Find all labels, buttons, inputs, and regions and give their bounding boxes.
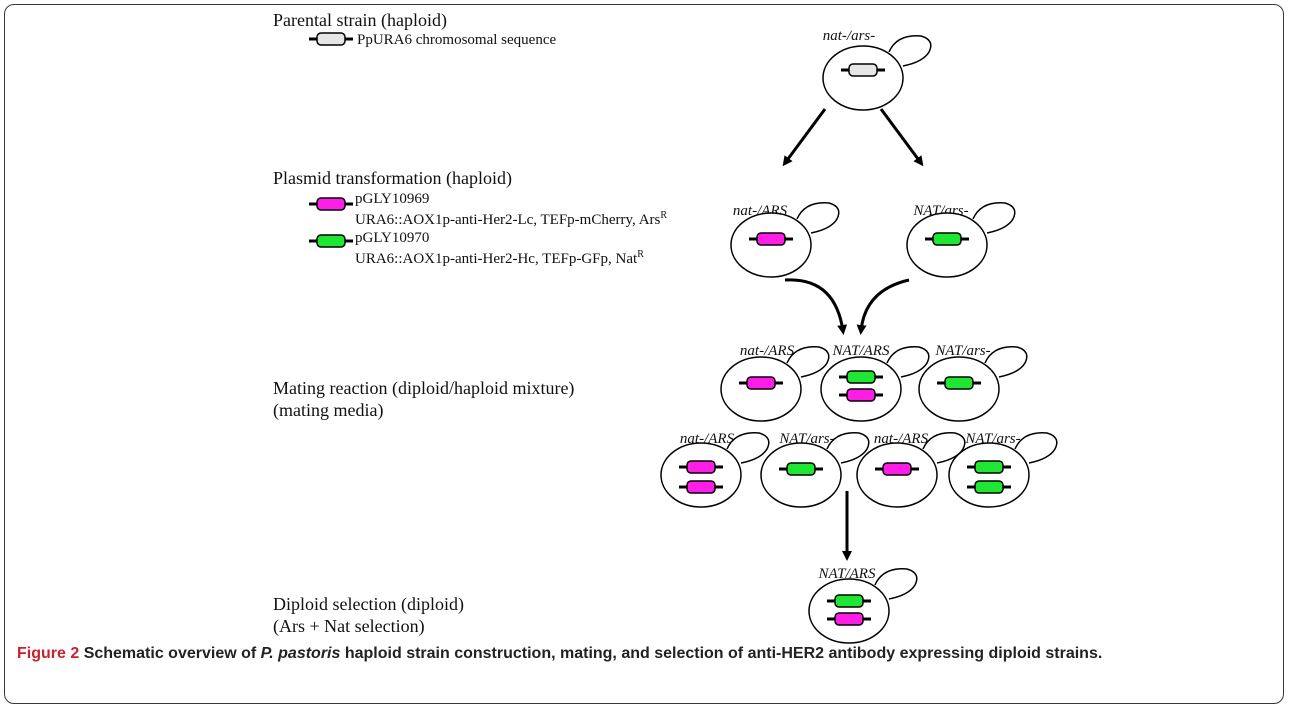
arrow-merge-right: [856, 278, 910, 335]
genotype-mating-6: nat-/ARS: [874, 431, 929, 447]
legend-plasmid-hc-desc: URA6::AOX1p-anti-Her2-Hc, TEFp-GFp, NatR: [355, 249, 644, 267]
arrow-merge-left: [784, 278, 848, 335]
figure-frame: Parental strain (haploid) Plasmid transf…: [4, 4, 1284, 704]
legend-magenta-gene-icon: [307, 196, 355, 212]
stage-label-parental: Parental strain (haploid): [273, 10, 447, 31]
cell-parent: [822, 35, 932, 111]
arrow-to-transformant-right: [879, 108, 924, 167]
legend-chromosomal-label: PpURA6 chromosomal sequence: [357, 32, 556, 48]
mating-schematic: Parental strain (haploid) Plasmid transf…: [273, 10, 1058, 644]
stage-label-mating-media: (mating media): [273, 400, 383, 421]
arrow-to-transformant-left: [782, 108, 827, 167]
figure-caption: Figure 2 Schematic overview of P. pastor…: [17, 643, 1279, 665]
legend-gray-gene-icon: [307, 31, 355, 47]
caption-label: Figure 2: [17, 645, 80, 662]
caption-text-after: haploid strain construction, mating, and…: [344, 645, 1103, 662]
legend-green-gene-icon: [307, 233, 355, 249]
genotype-mating-3: NAT/ars-: [934, 343, 990, 359]
genotype-parent: nat-/ars-: [823, 28, 876, 44]
legend-plasmid-lc-desc: URA6::AOX1p-anti-Her2-Lc, TEFp-mCherry, …: [355, 210, 667, 228]
genotype-final: NAT/ARS: [818, 566, 876, 582]
caption-text-before: Schematic overview of: [83, 645, 257, 662]
genotype-mating-7: NAT/ars-: [964, 431, 1020, 447]
stage-label-transformation: Plasmid transformation (haploid): [273, 168, 512, 189]
stage-label-selection: Diploid selection (diploid): [273, 594, 464, 615]
caption-species: P. pastoris: [260, 645, 341, 662]
stage-label-mating: Mating reaction (diploid/haploid mixture…: [273, 378, 574, 399]
genotype-mating-2: NAT/ARS: [832, 343, 890, 359]
stage-label-selection-media: (Ars + Nat selection): [273, 616, 425, 637]
legend-plasmid-hc-name: pGLY10970: [355, 230, 429, 246]
genotype-mating-1: nat-/ARS: [740, 343, 795, 359]
legend-plasmid-lc-name: pGLY10969: [355, 191, 429, 207]
